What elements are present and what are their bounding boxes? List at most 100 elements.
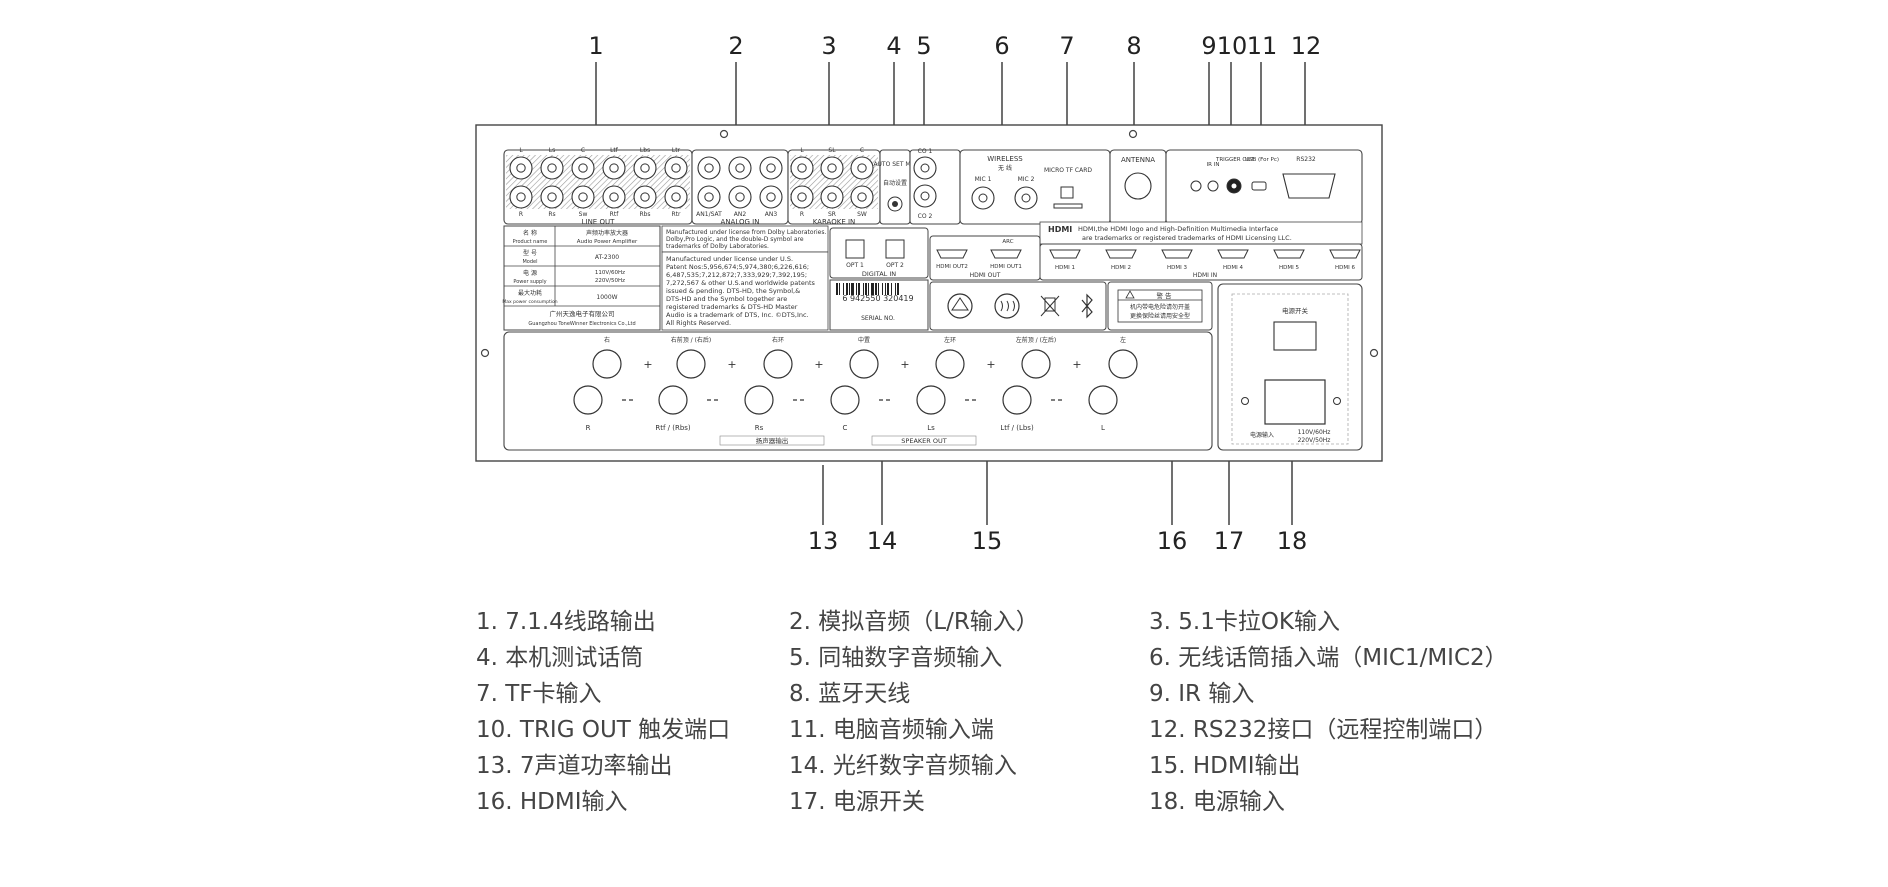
- hdmi-in-section: HDMI 1 HDMI 2 HDMI 3 HDMI 4 HDMI 5 HDMI …: [1039, 243, 1363, 281]
- analog-in-section: ANALOG IN AN1/SAT AN2 AN3: [691, 149, 789, 226]
- rca-jack: [728, 185, 752, 209]
- power-socket: [1264, 379, 1326, 425]
- barcode-bar: [882, 283, 883, 295]
- barcode-bar: [895, 283, 896, 295]
- speaker-out-title: SPEAKER OUT: [901, 437, 946, 445]
- line-out-bottom-label: Rtf: [610, 211, 620, 218]
- spec-key-en: Max power consumption: [502, 299, 557, 305]
- line-out-bottom-label: Sw: [579, 211, 588, 218]
- power-section: 电源开关 电源输入 110V/60Hz 220V/50Hz: [1217, 283, 1363, 451]
- spec-voltage: 220V/50Hz: [595, 278, 625, 284]
- ccc-icon: [947, 293, 973, 319]
- coax-label: CO 2: [918, 213, 933, 220]
- callout-5: 5: [916, 32, 931, 60]
- coax-label: CO 1: [918, 148, 933, 155]
- opt-label: OPT 1: [846, 262, 864, 269]
- callout-numbers: 1 2 3 4 5 6 7 8 9 10 11 12 13 14 15 16 1…: [588, 32, 1321, 555]
- dts-text: Manufactured under license under U.S.: [666, 255, 793, 263]
- arc-label: ARC: [1002, 239, 1013, 245]
- micro-tf-title: MICRO TF CARD: [1044, 167, 1092, 174]
- rs232-label: RS232: [1296, 156, 1316, 163]
- spec-key-en: Power supply: [513, 279, 546, 285]
- plus-sign: +: [814, 358, 823, 371]
- rca-jack: [602, 185, 626, 209]
- license-text: Manufactured under license from Dolby La…: [661, 225, 829, 331]
- speaker-post-negative: [744, 385, 774, 415]
- analog-in-label: AN3: [765, 211, 778, 218]
- karaoke-in-section: KARAOKE IN L SL C R SR SW: [787, 147, 881, 226]
- speaker-label: L: [1101, 424, 1105, 432]
- hdmi-out-section: ARC HDMI OUT2 HDMI OUT1 HDMI OUT: [929, 235, 1041, 281]
- rca-jack: [820, 156, 844, 180]
- wireless-cn-title: 无 线: [998, 164, 1012, 172]
- karaoke-top-label: C: [860, 147, 864, 154]
- bluetooth-icon: [1081, 293, 1093, 319]
- warning-line: 更换保险丝请用安全型: [1130, 312, 1190, 320]
- barcode-bar: [897, 283, 899, 295]
- callout-15: 15: [972, 527, 1003, 555]
- analog-in-label: AN2: [734, 211, 747, 218]
- hdmi-logo-text: HDMI: [1048, 225, 1072, 234]
- control-section: IR IN TRIGGER OUT USB (For Pc) RS232: [1165, 149, 1363, 225]
- line-out-top-label: Lbs: [640, 147, 650, 154]
- speaker-post-negative: [1002, 385, 1032, 415]
- spec-key: 名 称: [523, 229, 537, 237]
- dts-text: All Rights Reserved.: [666, 319, 731, 327]
- rca-jack: [602, 156, 626, 180]
- mic-label: MIC 1: [975, 176, 992, 183]
- barcode-bar: [843, 283, 844, 295]
- spec-key-en: Product name: [513, 239, 548, 245]
- karaoke-in-title: KARAOKE IN: [813, 218, 856, 226]
- dts-text: registered trademarks & DTS-HD Master: [666, 303, 798, 311]
- spec-voltage: 110V/60Hz: [595, 270, 625, 276]
- rca-jack: [571, 185, 595, 209]
- callout-17: 17: [1214, 527, 1245, 555]
- heat-warning-icon: [994, 293, 1020, 319]
- speaker-post-negative: [658, 385, 688, 415]
- spec-key: 最大功耗: [518, 289, 542, 297]
- spec-table: 名 称 Product name 声频功率放大器 Audio Power Amp…: [502, 225, 661, 331]
- hdmi-port: [1273, 249, 1305, 259]
- dolby-text: Dolby,Pro Logic, and the double-D symbol…: [666, 236, 804, 243]
- analog-in-title: ANALOG IN: [721, 218, 760, 226]
- warning-title: 警 告: [1156, 291, 1172, 300]
- auto-set-mic-label: AUTO SET MIC: [873, 161, 916, 168]
- karaoke-bottom-label: SW: [857, 211, 867, 218]
- speaker-post-negative: [1088, 385, 1118, 415]
- speaker-out-cn-title: 扬声器输出: [756, 436, 789, 445]
- callout-3: 3: [821, 32, 836, 60]
- hdmi-port: [1105, 249, 1137, 259]
- line-out-backplate: [506, 155, 690, 209]
- plus-sign: +: [986, 358, 995, 371]
- speaker-cn-label: 左: [1120, 336, 1126, 344]
- speaker-out-section: ++++++ 扬声器输出 SPEAKER OUT 右 右前顶 / (右后) 右环…: [503, 331, 1213, 451]
- plus-sign: +: [727, 358, 736, 371]
- hdmi-notice-line1: HDMI,the HDMI logo and High-Definition M…: [1078, 225, 1278, 233]
- speaker-cn-label: 右前顶 / (右后): [671, 336, 712, 344]
- spec-value-en: Audio Power Amplifier: [577, 239, 638, 245]
- dolby-text: Manufactured under license from Dolby La…: [666, 229, 826, 236]
- hdmi-in-port-label: HDMI 3: [1167, 265, 1187, 271]
- barcode-number: 6 942550 320419: [842, 294, 913, 303]
- callout-10: 10: [1217, 32, 1248, 60]
- rca-jack: [790, 185, 814, 209]
- hdmi-out-title: HDMI OUT: [970, 272, 1001, 279]
- power-voltage: 110V/60Hz: [1298, 429, 1331, 436]
- spec-key: 型 号: [523, 249, 537, 257]
- speaker-post-positive: [935, 349, 965, 379]
- speaker-label: Ls: [927, 424, 935, 432]
- rca-jack: [540, 185, 564, 209]
- speaker-post-negative: [573, 385, 603, 415]
- barcode-bar: [849, 283, 850, 295]
- line-out-top-label: Ls: [549, 147, 555, 154]
- company-name-en: Guangzhou ToneWinner Electronics Co.,Ltd: [528, 321, 635, 327]
- speaker-cn-label: 左前顶 / (左后): [1016, 336, 1057, 344]
- barcode-bar: [885, 283, 886, 295]
- ir-in-label: IR IN: [1207, 162, 1220, 168]
- rca-jack: [664, 185, 688, 209]
- digital-in-title: DIGITAL IN: [862, 270, 896, 278]
- callout-14: 14: [867, 527, 898, 555]
- rca-jack: [540, 156, 564, 180]
- hdmi-in-port-label: HDMI 5: [1279, 265, 1299, 271]
